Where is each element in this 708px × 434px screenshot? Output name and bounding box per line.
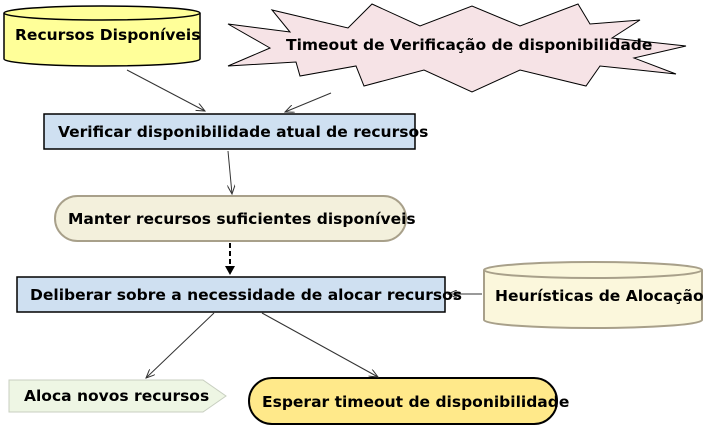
- label-timeout-verificacao: Timeout de Verificação de disponibilidad…: [286, 36, 653, 54]
- edge-timeout-to-verificar: [285, 92, 332, 112]
- label-manter: Manter recursos suficientes disponíveis: [68, 210, 416, 228]
- plan-aloca-shape: [8, 379, 227, 413]
- datastore-recursos-disponiveis: [3, 5, 201, 67]
- task-deliberar-box: [16, 276, 446, 313]
- task-verificar-box: [43, 113, 416, 150]
- edge-verificar-to-manter: [228, 150, 232, 194]
- goal-esperar-shape: [248, 377, 558, 425]
- edge-deliberar-to-esperar: [261, 312, 378, 377]
- label-verificar: Verificar disponibilidade atual de recur…: [58, 123, 429, 141]
- timeout-star-shape: [227, 3, 687, 93]
- label-deliberar: Deliberar sobre a necessidade de alocar …: [30, 286, 462, 304]
- label-heuristicas: Heurísticas de Alocação: [495, 287, 704, 305]
- label-esperar: Esperar timeout de disponibilidade: [262, 393, 570, 411]
- datastore-heuristicas: [483, 261, 703, 329]
- edge-deliberar-to-aloca: [146, 312, 215, 378]
- label-aloca: Aloca novos recursos: [24, 387, 210, 405]
- label-recursos-disponiveis: Recursos Disponíveis: [15, 26, 201, 44]
- edge-recursos-to-verificar: [126, 69, 205, 111]
- goal-manter-shape: [54, 195, 407, 242]
